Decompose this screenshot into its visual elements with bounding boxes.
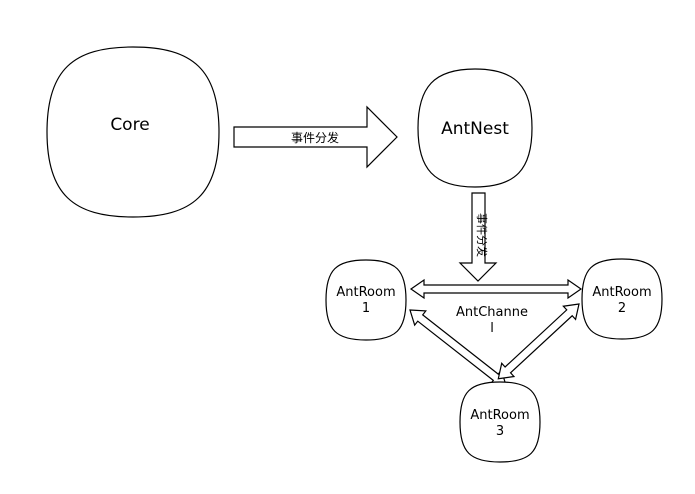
node-antroom1-label-line1: AntRoom xyxy=(336,285,395,300)
arrow-room1-room2-shape xyxy=(409,278,583,300)
node-antroom3-label-line1: AntRoom xyxy=(470,408,529,423)
arrow-antnest-to-rooms-label: 事件分发 xyxy=(475,213,489,257)
node-antroom1-label-line2: 1 xyxy=(362,301,370,316)
node-core-label: Core xyxy=(110,115,149,135)
arrow-antnest-to-rooms-shape xyxy=(458,192,498,282)
arrow-core-to-antnest: 事件分发 xyxy=(233,105,398,169)
node-antroom2-label-line2: 2 xyxy=(618,301,626,316)
arrow-antnest-to-rooms: 事件分发 xyxy=(458,192,498,282)
node-antnest: AntNest xyxy=(417,68,533,188)
arrow-core-to-antnest-shape xyxy=(233,105,398,169)
node-antnest-shape xyxy=(417,68,533,188)
arrow-core-to-antnest-label: 事件分发 xyxy=(291,130,339,145)
node-antroom2: AntRoom 2 xyxy=(581,258,663,340)
node-antnest-label: AntNest xyxy=(441,119,509,139)
node-antroom3: AntRoom 3 xyxy=(459,381,541,463)
arrow-room2-room3 xyxy=(497,303,580,380)
channel-label-line1: AntChanne xyxy=(456,305,528,320)
node-antroom3-label-line2: 3 xyxy=(496,424,504,439)
node-antroom1: AntRoom 1 xyxy=(325,259,407,341)
node-core: Core xyxy=(46,46,220,218)
channel-label-line2: l xyxy=(490,321,494,336)
node-antroom3-shape xyxy=(459,381,541,463)
channel: AntChanne l xyxy=(456,305,528,336)
node-antroom1-shape xyxy=(325,259,407,341)
arrow-room1-room2 xyxy=(409,278,583,300)
node-antroom2-label-line1: AntRoom xyxy=(592,285,651,300)
node-core-shape xyxy=(46,46,220,218)
node-antroom2-shape xyxy=(581,258,663,340)
arrow-room2-room3-shape xyxy=(497,303,580,380)
